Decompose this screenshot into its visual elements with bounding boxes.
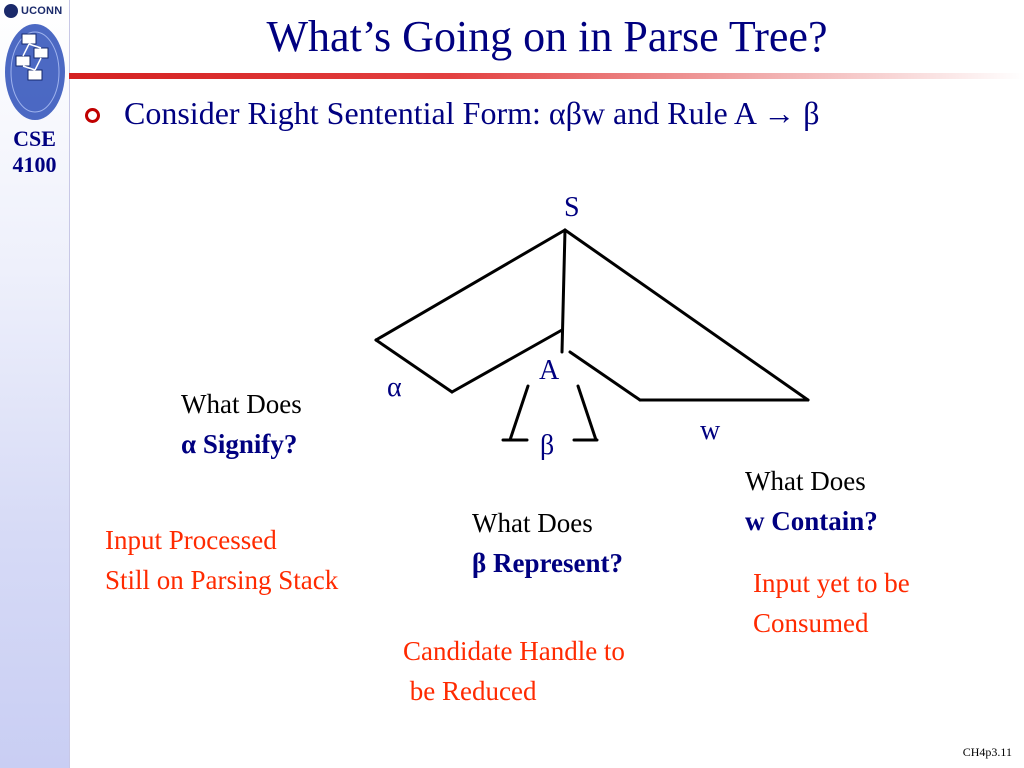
uconn-logo: UCONN xyxy=(4,3,68,19)
tree-edge-beta-left xyxy=(508,384,530,442)
answer-beta: Candidate Handle to be Reduced xyxy=(403,631,625,711)
tree-edge-root-down xyxy=(560,228,567,354)
course-code-line2: 4100 xyxy=(12,152,57,177)
bullet-text-main: Consider Right Sentential Form: αβw and … xyxy=(124,94,764,131)
tree-edge-beta-right xyxy=(576,384,598,442)
course-code-line1: CSE xyxy=(13,126,56,151)
answer-w-line1: Input yet to be xyxy=(753,568,910,598)
question-w: What Does w Contain? xyxy=(745,461,878,541)
tree-node-beta: β xyxy=(540,430,555,461)
answer-w: Input yet to be Consumed xyxy=(753,563,910,643)
question-w-line2: w Contain? xyxy=(745,506,878,536)
answer-alpha: Input Processed Still on Parsing Stack xyxy=(105,520,338,600)
university-name: UCONN xyxy=(21,5,63,17)
tree-node-s: S xyxy=(564,192,580,223)
answer-alpha-line2: Still on Parsing Stack xyxy=(105,565,339,595)
bullet-text: Consider Right Sentential Form: αβw and … xyxy=(124,95,820,132)
answer-w-line2: Consumed xyxy=(753,608,869,638)
question-alpha-line1: What Does xyxy=(181,389,302,419)
question-alpha-line2: α Signify? xyxy=(181,429,298,459)
title-divider xyxy=(69,73,1024,79)
question-beta-line1: What Does xyxy=(472,508,593,538)
course-code: CSE 4100 xyxy=(0,126,69,178)
bullet-item: Consider Right Sentential Form: αβw and … xyxy=(85,92,820,134)
answer-beta-line1: Candidate Handle to xyxy=(403,636,625,666)
uconn-seal-icon xyxy=(4,4,18,18)
sidebar: UCONN CSE 4100 xyxy=(0,0,70,768)
slide-title: What’s Going on in Parse Tree? xyxy=(266,12,828,61)
tree-edge-root-left xyxy=(374,228,567,342)
answer-alpha-line1: Input Processed xyxy=(105,525,277,555)
question-beta-line2: β Represent? xyxy=(472,548,623,578)
question-w-line1: What Does xyxy=(745,466,866,496)
question-alpha: What Does α Signify? xyxy=(181,384,302,464)
slide-number: CH4p3.11 xyxy=(962,745,1012,759)
tree-edge-w-left xyxy=(568,350,642,402)
bullet-text-end: β xyxy=(795,94,820,131)
tree-node-alpha: α xyxy=(387,372,402,403)
answer-beta-line2: be Reduced xyxy=(403,676,537,706)
tree-node-a: A xyxy=(539,355,560,386)
cse-network-logo-icon xyxy=(5,24,65,120)
circle-bullet-icon xyxy=(85,107,100,123)
tree-edge-root-right xyxy=(563,228,810,402)
right-arrow-symbol: → xyxy=(763,94,796,131)
tree-node-w: w xyxy=(700,415,721,446)
question-beta: What Does β Represent? xyxy=(472,503,623,583)
